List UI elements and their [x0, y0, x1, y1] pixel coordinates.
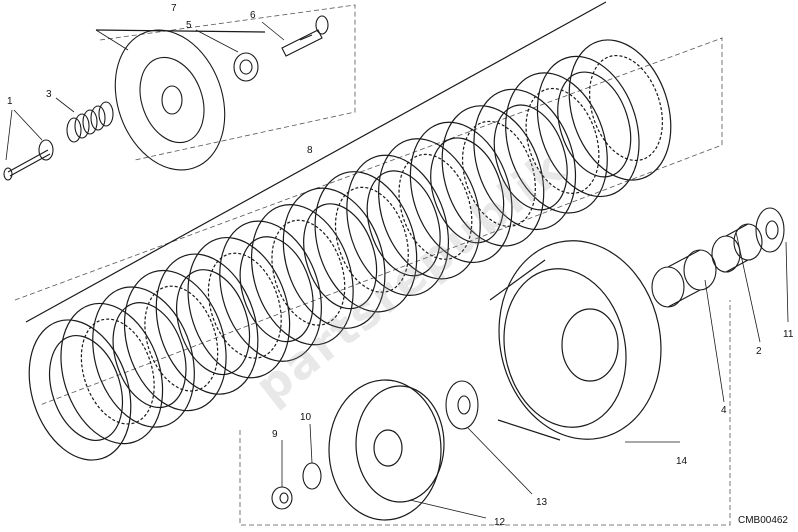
- steel-plate: [505, 72, 608, 214]
- pushrod: [281, 15, 329, 57]
- spring: [66, 101, 114, 143]
- callout-9: 9: [272, 429, 278, 440]
- callout-5: 5: [186, 20, 192, 31]
- callout-2: 2: [756, 346, 762, 357]
- callout-4: 4: [721, 405, 727, 416]
- callout-14: 14: [676, 456, 688, 467]
- friction-plate: [346, 154, 450, 296]
- friction-plate: [473, 88, 577, 231]
- spring-cup: [38, 139, 54, 161]
- needle-bearing: [651, 249, 717, 308]
- friction-plate: [155, 253, 259, 395]
- group-7-frame: [99, 4, 356, 161]
- callout-8: 8: [307, 145, 313, 156]
- callout-7: 7: [171, 3, 177, 14]
- group-12-14-frame: [239, 300, 731, 526]
- friction-plate: [282, 187, 386, 329]
- steel-plate: [60, 302, 164, 445]
- large-washer: [445, 380, 479, 430]
- callout-11: 11: [783, 329, 794, 340]
- steel-plate: [250, 204, 354, 346]
- inner-hub: [328, 379, 445, 521]
- clutch-housing: [489, 240, 662, 441]
- callout-12: 12: [494, 517, 506, 528]
- steel-plate: [314, 171, 418, 313]
- friction-plate: [28, 319, 132, 461]
- friction-plate: [219, 220, 322, 362]
- friction-plate: [409, 121, 513, 264]
- belleville-washer: [302, 462, 322, 490]
- group-8-frame: [14, 37, 723, 406]
- nut: [271, 486, 293, 510]
- callout-10: 10: [300, 412, 312, 423]
- friction-plate: [536, 55, 640, 198]
- drawing-code: CMB00462: [737, 515, 788, 526]
- steel-plate: [568, 39, 672, 181]
- steel-plate: [378, 138, 481, 280]
- spacer-bush: [711, 223, 763, 273]
- steel-plate: [123, 269, 227, 412]
- friction-plate: [92, 286, 195, 428]
- callout-13: 13: [536, 497, 548, 508]
- bolt: [3, 149, 51, 181]
- callout-1: 1: [7, 96, 13, 107]
- pressure-plate: [114, 29, 226, 171]
- bearing: [233, 52, 259, 82]
- steel-plate: [187, 236, 291, 379]
- steel-plate: [441, 105, 545, 247]
- thrust-washer: [755, 207, 785, 253]
- callout-3: 3: [46, 89, 52, 100]
- callout-6: 6: [250, 10, 256, 21]
